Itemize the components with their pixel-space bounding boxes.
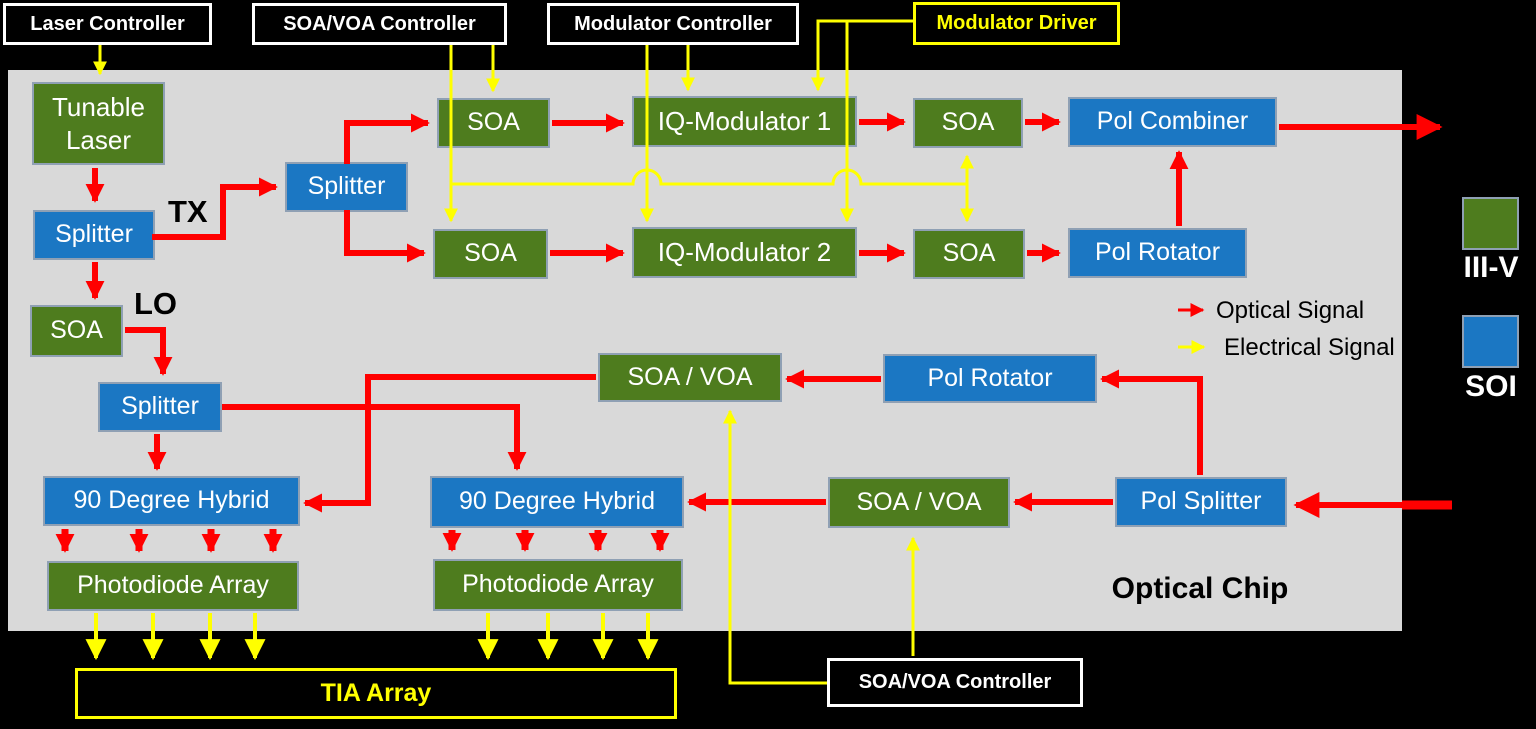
iq-modulator-2-label: IQ-Modulator 2 [657,237,832,268]
iq-modulator-2-node: IQ-Modulator 2 [632,227,857,278]
splitter-main-node: Splitter [285,162,408,212]
tx-label: TX [168,194,208,229]
soa-tx-upper-node: SOA [437,98,550,148]
photodiode-array-2-node: Photodiode Array [433,559,683,611]
hybrid-2-node: 90 Degree Hybrid [430,476,684,528]
soa-voa-rx-lower-node: SOA / VOA [828,477,1010,528]
modulator-controller-label: Modulator Controller [574,12,772,35]
soa-tx-lower-node: SOA [433,229,548,279]
tunable-laser-label: Tunable Laser [52,92,145,155]
soa-out-lower-node: SOA [913,229,1025,279]
photodiode-array-2-label: Photodiode Array [462,570,654,599]
soa-voa-controller-bottom-label: SOA/VOA Controller [858,671,1052,693]
pol-combiner-node: Pol Combiner [1068,97,1277,147]
laser-controller-label: Laser Controller [30,12,185,35]
optical-chip-label: Optical Chip [1111,572,1289,605]
splitter-tx-label: Splitter [55,220,133,249]
iq-modulator-1-node: IQ-Modulator 1 [632,96,857,147]
soa-voa-controller-bottom-box: SOA/VOA Controller [827,658,1083,707]
tunable-laser-node: Tunable Laser [32,82,165,165]
soi-legend-label: SOI [1465,370,1517,403]
lo-label: LO [134,286,178,321]
splitter-lo-node: Splitter [98,382,222,432]
soa-voa-rx-upper-node: SOA / VOA [598,353,782,402]
pol-rotator-rx-label: Pol Rotator [927,363,1053,392]
soa-out-upper-label: SOA [941,108,995,137]
pol-rotator-tx-label: Pol Rotator [1094,238,1221,267]
soa-lo-label: SOA [50,316,103,345]
hybrid-2-label: 90 Degree Hybrid [459,487,655,516]
tia-array-label: TIA Array [320,679,432,707]
soa-out-lower-label: SOA [942,239,996,268]
iii-v-legend-swatch [1462,197,1519,250]
laser-controller-box: Laser Controller [3,3,212,45]
splitter-main-label: Splitter [307,172,386,201]
hybrid-1-label: 90 Degree Hybrid [73,486,270,515]
electrical-signal-legend-label: Electrical Signal [1224,334,1395,361]
splitter-lo-label: Splitter [121,392,199,421]
modulator-driver-label: Modulator Driver [936,12,1097,34]
soa-voa-controller-top-box: SOA/VOA Controller [252,3,507,45]
pol-rotator-rx-node: Pol Rotator [883,354,1097,403]
pol-combiner-label: Pol Combiner [1096,107,1249,136]
optical-signal-legend-label: Optical Signal [1216,297,1365,324]
soa-tx-upper-label: SOA [467,108,520,137]
soa-voa-controller-top-label: SOA/VOA Controller [283,12,476,35]
soi-legend-swatch [1462,315,1519,368]
optical-chip-substrate [8,70,1402,631]
soa-out-upper-node: SOA [913,98,1023,148]
soa-voa-rx-upper-label: SOA / VOA [627,362,753,391]
soa-lo-node: SOA [30,305,123,357]
hybrid-1-node: 90 Degree Hybrid [43,476,300,526]
modulator-driver-box: Modulator Driver [913,2,1120,45]
modulator-controller-box: Modulator Controller [547,3,799,45]
soa-tx-lower-label: SOA [464,239,517,268]
iq-modulator-1-label: IQ-Modulator 1 [657,106,832,137]
pol-rotator-tx-node: Pol Rotator [1068,228,1247,278]
photodiode-array-1-node: Photodiode Array [47,561,299,611]
pol-splitter-label: Pol Splitter [1140,487,1262,516]
splitter-tx-node: Splitter [33,210,155,260]
soa-voa-rx-lower-label: SOA / VOA [856,487,982,516]
pol-splitter-node: Pol Splitter [1115,477,1287,527]
tia-array-box: TIA Array [75,668,677,719]
photodiode-array-1-label: Photodiode Array [77,571,269,600]
iii-v-legend-label: III-V [1463,251,1519,284]
